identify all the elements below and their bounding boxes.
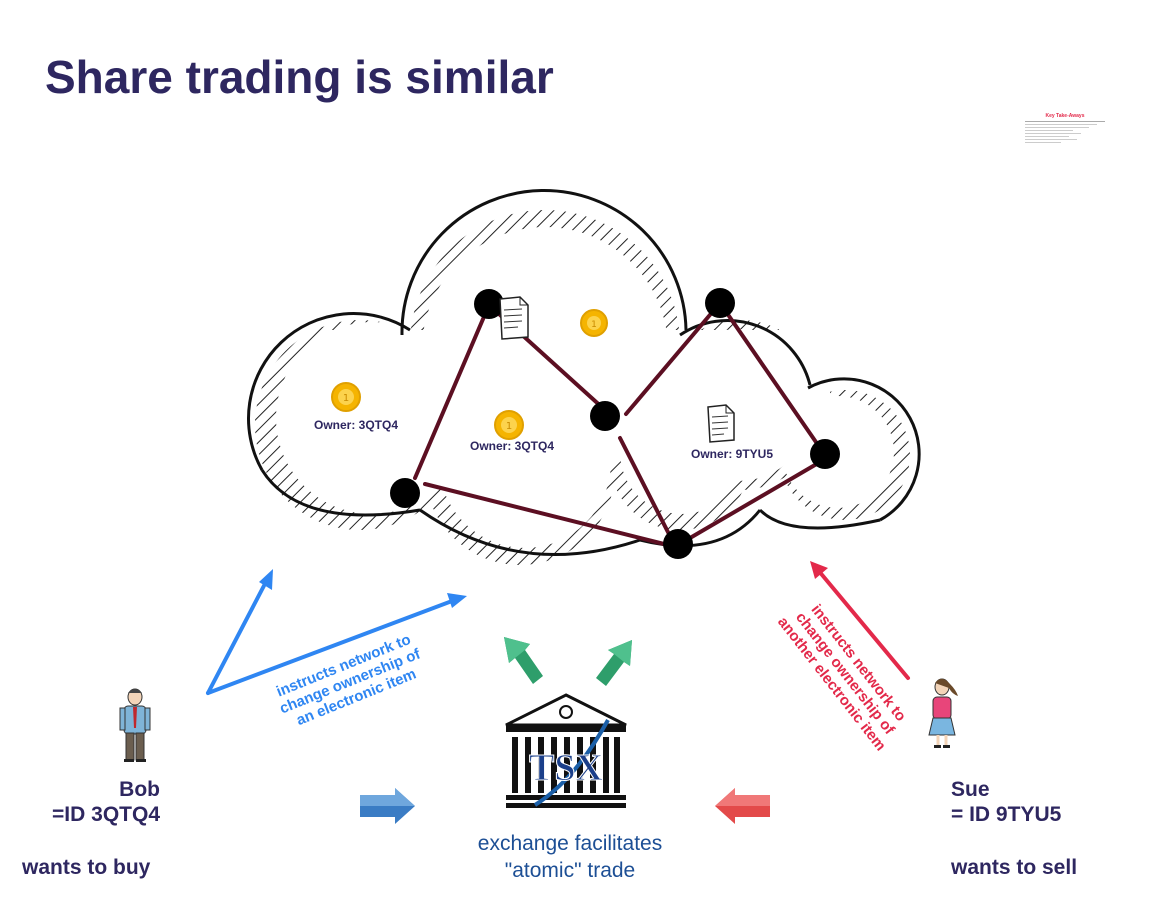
coin-icon: 1 [331, 382, 361, 412]
svg-text:1: 1 [343, 393, 349, 404]
buyer-instruction-arrow [206, 576, 462, 695]
svg-text:1: 1 [591, 320, 597, 330]
blue-right-arrow-icon [360, 788, 415, 824]
network-node [810, 439, 840, 469]
network-node [390, 478, 420, 508]
buyer-intent: wants to buy [22, 856, 151, 879]
network-nodes [390, 288, 840, 559]
network-node [663, 529, 693, 559]
arrowhead-icon [447, 593, 467, 608]
network-edge [618, 436, 674, 542]
buyer-id: =ID 3QTQ4 [52, 803, 160, 826]
bob-avatar [119, 688, 151, 762]
document-icon [707, 404, 735, 443]
buyer-name: Bob [119, 778, 160, 801]
sue-avatar [928, 678, 958, 748]
coin-icon: 1 [494, 410, 524, 440]
arrowhead-icon [810, 561, 828, 579]
network-edge [413, 303, 491, 480]
seller-instruction-arrow [816, 568, 910, 680]
svg-text:1: 1 [506, 421, 512, 432]
network-node [474, 289, 504, 319]
seller-name: Sue [951, 778, 990, 801]
exchange-caption-line-2: "atomic" trade [504, 859, 636, 882]
owner-label: Owner: 3QTQ4 [314, 418, 399, 432]
slide-title: Share trading is similar [45, 51, 554, 103]
network-edge [624, 301, 722, 416]
red-left-arrow-icon [715, 788, 770, 824]
seller-id: = ID 9TYU5 [951, 803, 1062, 826]
notes-thumbnail: Key Take-Aways [1025, 113, 1105, 145]
network-edge [423, 482, 670, 547]
seller-intent: wants to sell [951, 856, 1078, 879]
coin-icon: 1 [580, 309, 608, 337]
network-edge [718, 301, 820, 447]
network-node [705, 288, 735, 318]
network-edge [688, 460, 822, 540]
stock-exchange-building-icon: TSX [505, 693, 627, 808]
exchange-caption-line-1: exchange facilitates [477, 832, 663, 855]
network-edges [413, 301, 822, 547]
green-up-arrow-icon [596, 640, 632, 686]
exchange-logo-text: TSX [529, 747, 603, 789]
arrowhead-icon [259, 569, 273, 590]
owner-label: Owner: 3QTQ4 [470, 439, 555, 453]
exchange-caption: exchange facilitates "atomic" trade [440, 830, 700, 884]
document-icon [499, 296, 529, 340]
notes-thumbnail-title: Key Take-Aways [1045, 113, 1085, 119]
network-node [590, 401, 620, 431]
owner-label: Owner: 9TYU5 [691, 447, 774, 461]
green-up-arrow-icon [504, 637, 543, 684]
